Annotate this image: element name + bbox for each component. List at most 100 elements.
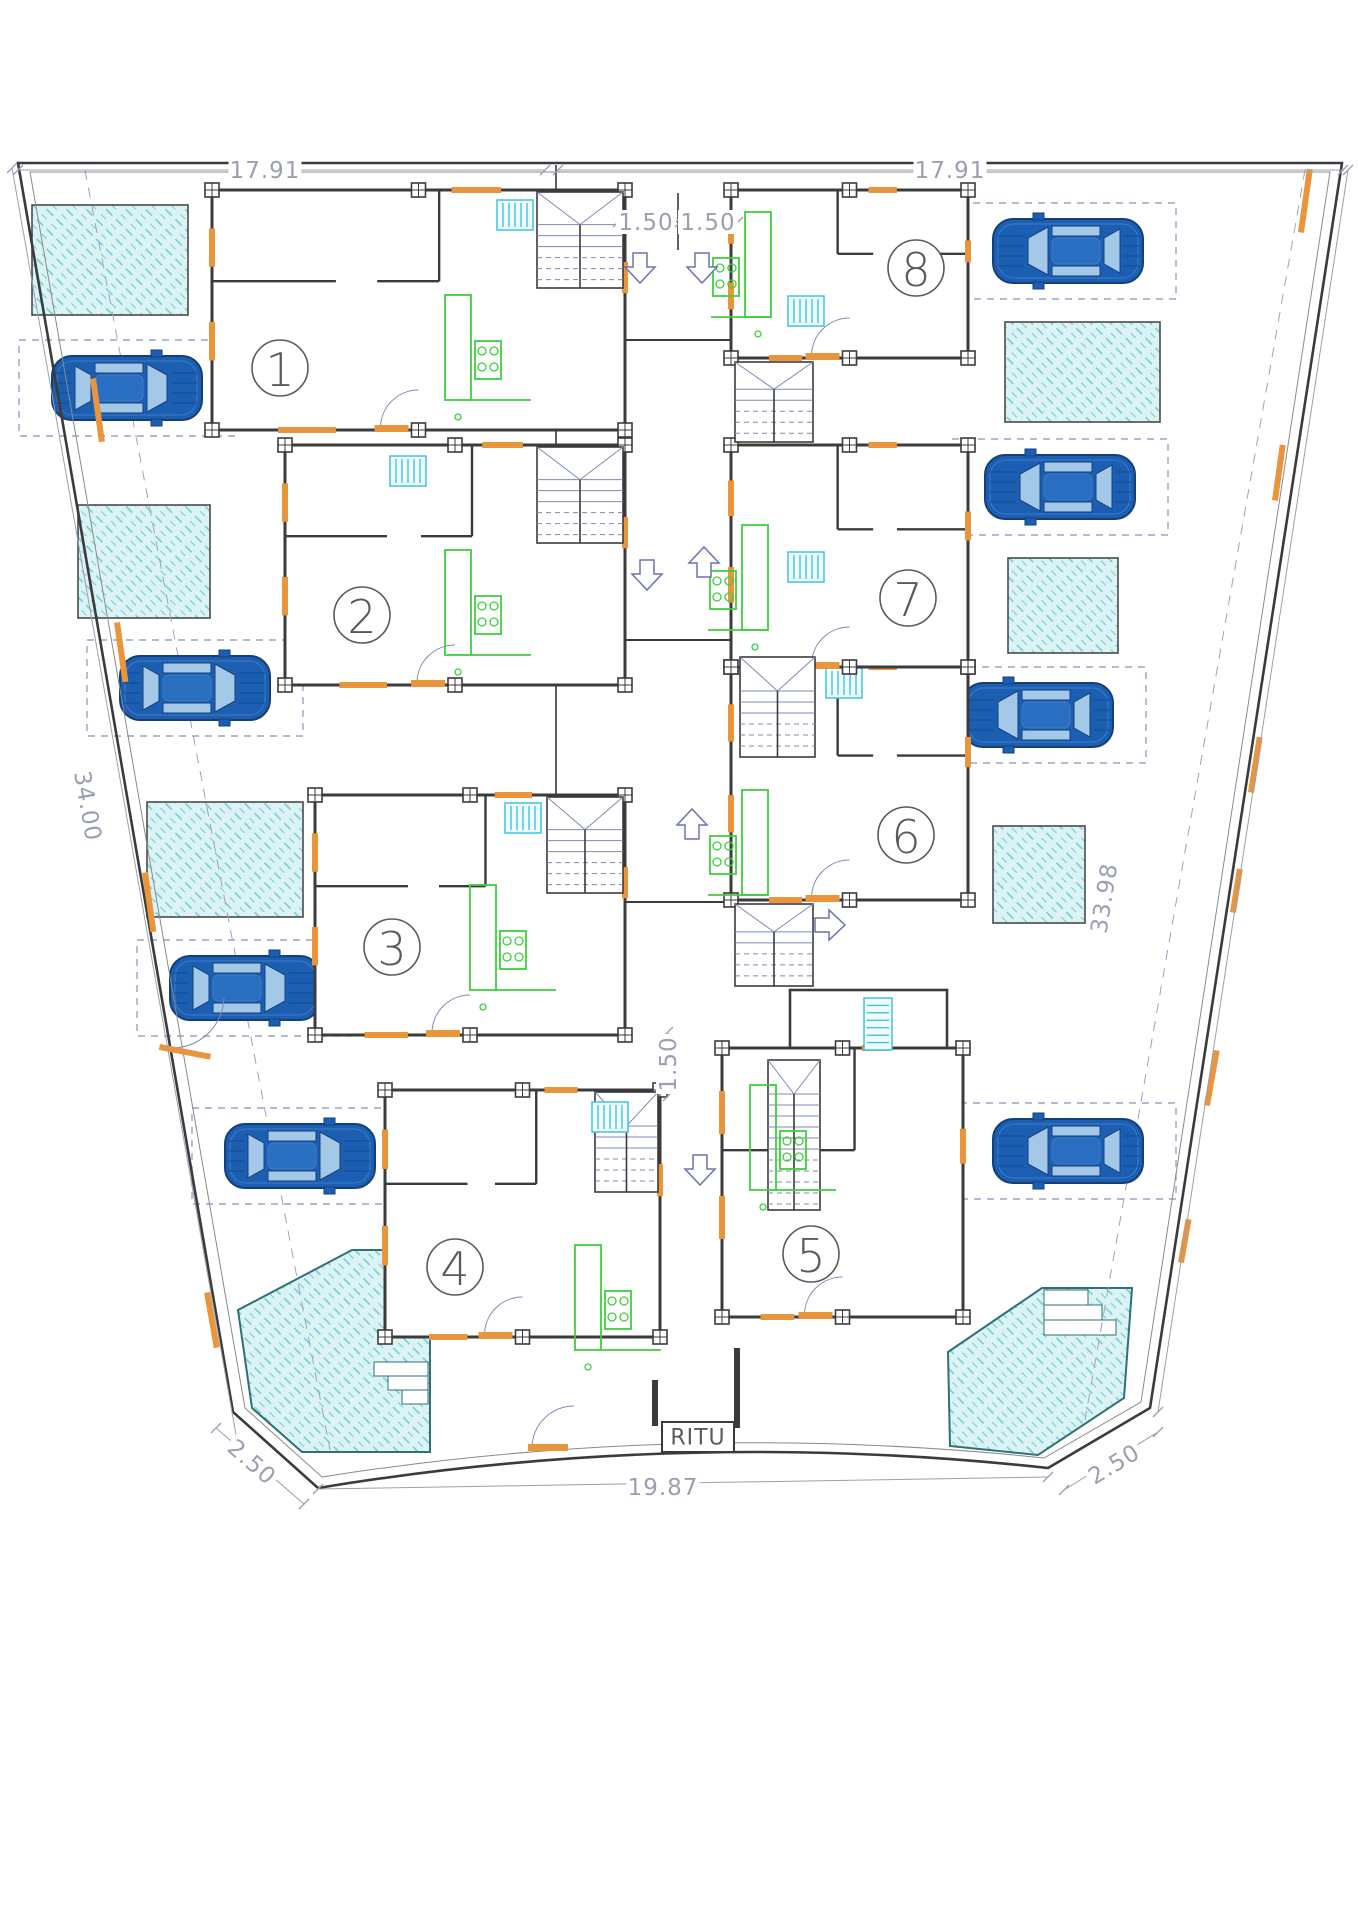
window-marker (494, 792, 532, 798)
unit-number-circle (879, 569, 937, 627)
column-symbol (514, 1082, 531, 1098)
svg-text:17.91: 17.91 (230, 158, 301, 184)
radiator-icon (504, 802, 542, 834)
pool-steps (1043, 1289, 1089, 1306)
ritu-niche: RITU (652, 1348, 740, 1453)
column-symbol (462, 787, 478, 803)
column-symbol (447, 437, 463, 453)
column-symbol (955, 1040, 971, 1056)
window-marker (282, 577, 288, 616)
unit-number-circle (877, 806, 935, 864)
radiator-icon (787, 295, 825, 327)
radiator-icon (389, 455, 427, 487)
window-marker (209, 228, 215, 267)
entrance-arrows (623, 252, 847, 1187)
window-marker (965, 511, 971, 541)
window-marker (482, 442, 523, 448)
unit-number-circle (782, 1225, 840, 1283)
unit-number-label: 5 (796, 1229, 825, 1283)
svg-text:17.91: 17.91 (915, 158, 986, 184)
unit-8: 8 (711, 182, 976, 366)
column-symbol (617, 422, 633, 438)
entrance-arrow-icon (683, 1154, 717, 1187)
window-marker (768, 897, 803, 903)
kitchen-stove-icon (574, 1244, 661, 1371)
door-swing-arc (811, 317, 850, 357)
column-symbol (377, 1329, 393, 1345)
dimension-label: 1.50 (616, 210, 676, 236)
radiator-icon (591, 1101, 629, 1133)
column-symbol (462, 1027, 478, 1043)
radiator-icon (787, 551, 825, 583)
svg-text:19.87: 19.87 (628, 1475, 699, 1501)
column-symbol (617, 1027, 633, 1043)
pool-hatched-area (77, 504, 211, 619)
unit-number-circle (887, 239, 945, 297)
door-swing-arc (531, 1405, 575, 1449)
dimension-label: 1.50 (678, 210, 738, 236)
window-marker (965, 240, 971, 263)
window-marker (657, 1164, 663, 1197)
column-symbol (307, 1027, 323, 1043)
dimension-label: 19.87 (626, 1475, 700, 1501)
unit-number-label: 4 (440, 1242, 469, 1296)
car-top-view-icon (224, 1117, 376, 1195)
pool-hatched-area (992, 825, 1086, 924)
unit-number-circle (251, 339, 309, 397)
column-symbol (277, 437, 293, 453)
column-symbol (277, 677, 293, 693)
boundary-window-marker (1298, 168, 1313, 233)
column-symbol (834, 1309, 851, 1325)
window-marker (622, 262, 628, 294)
kitchen-stove-icon (469, 884, 556, 1011)
car-top-view-icon (119, 649, 271, 727)
pool-hatched-area (1004, 321, 1161, 423)
unit-7: 7 (708, 437, 976, 675)
door-marker (805, 353, 840, 360)
column-symbol (723, 182, 739, 198)
door-marker (411, 680, 445, 687)
pool-steps (1043, 1319, 1117, 1336)
column-symbol (617, 677, 633, 693)
svg-text:1.50: 1.50 (680, 210, 735, 236)
pool-hatched-area (146, 801, 304, 918)
window-marker (719, 1091, 725, 1135)
pool-hatched-area (1007, 557, 1119, 654)
window-marker (451, 187, 502, 193)
entrance-arrow-icon (687, 545, 721, 578)
staircase-icon (739, 656, 816, 758)
window-marker (965, 736, 971, 768)
car-top-view-icon (984, 448, 1136, 526)
boundary-window-marker (1203, 1049, 1220, 1107)
door-marker (374, 425, 409, 432)
boundary-window-marker (114, 622, 129, 683)
column-symbol (307, 787, 323, 803)
door-swing-arc (380, 389, 419, 429)
unit-number-circle (363, 918, 421, 976)
ritu-label: RITU (670, 1426, 725, 1451)
radiator-icon (863, 997, 893, 1051)
column-symbol (652, 1329, 668, 1345)
dimension-label: 2.50 (221, 1433, 283, 1491)
window-marker (278, 427, 336, 433)
column-symbol (204, 422, 220, 438)
dimension-label: 33.98 (1086, 860, 1123, 936)
column-symbol (514, 1329, 531, 1345)
pool-steps (387, 1375, 429, 1391)
column-symbol (960, 437, 976, 453)
door-marker (528, 1444, 568, 1451)
car-top-view-icon (169, 949, 321, 1027)
window-marker (312, 927, 318, 966)
unit-2: 2 (277, 437, 633, 693)
window-marker (382, 1225, 388, 1266)
door-swing-arc (484, 1296, 523, 1336)
window-marker (429, 1334, 468, 1340)
window-marker (728, 480, 734, 517)
column-symbol (377, 1082, 393, 1098)
stair-cores (734, 361, 816, 987)
column-symbol (834, 1040, 851, 1056)
svg-text:1.50: 1.50 (618, 210, 673, 236)
column-symbol (955, 1309, 971, 1325)
